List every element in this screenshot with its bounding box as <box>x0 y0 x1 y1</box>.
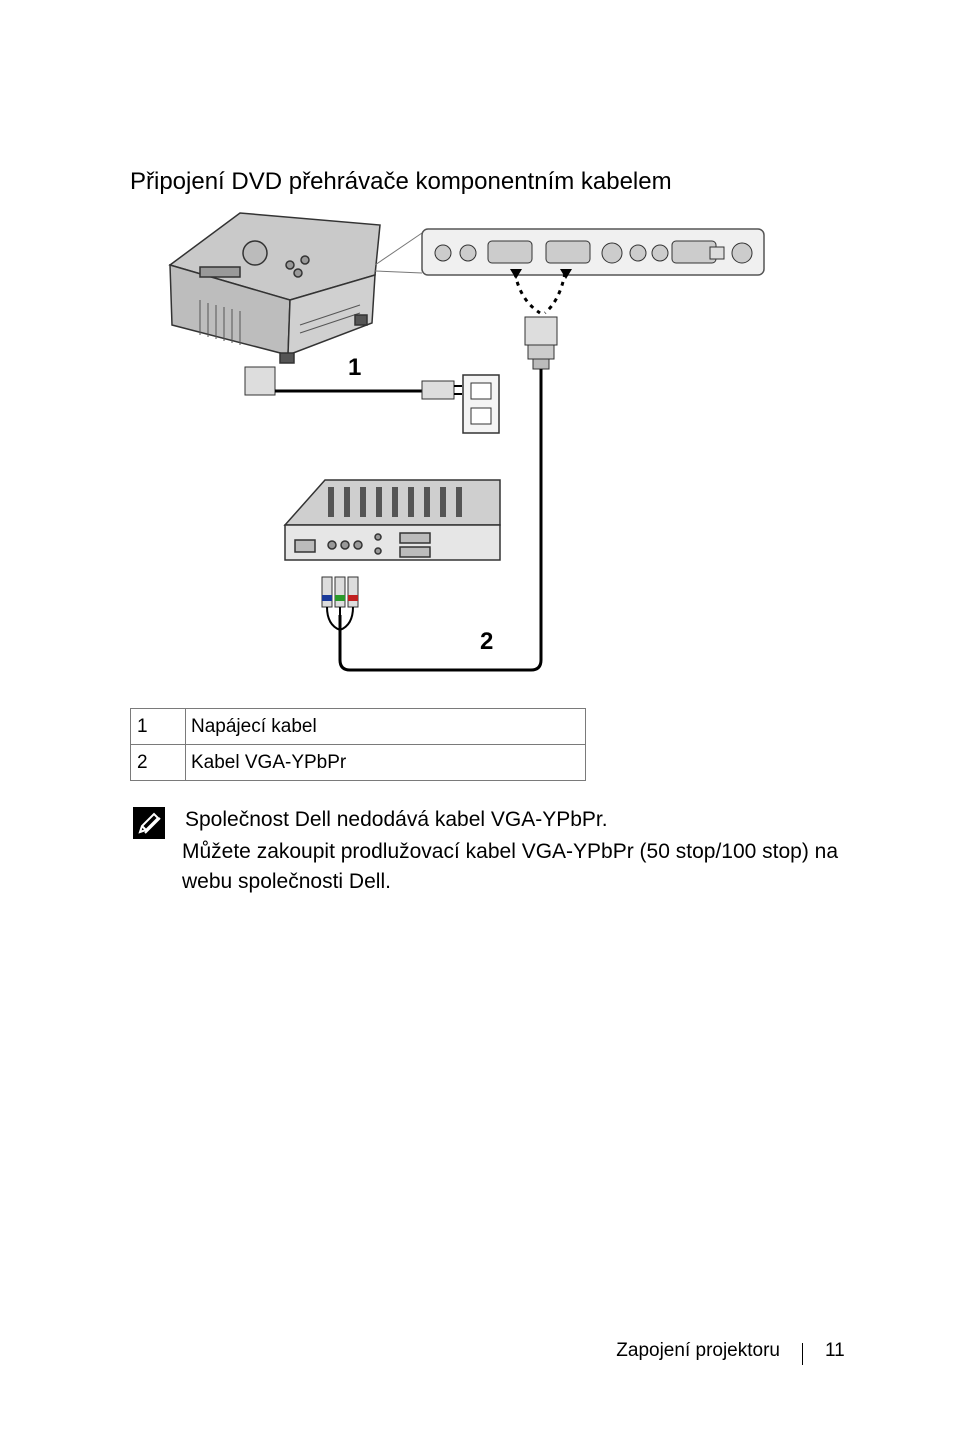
note-line-2: Můžete zakoupit prodlužovací kabel VGA-Y… <box>182 840 839 893</box>
dvd-player-illustration <box>283 479 501 561</box>
table-row: 2 Kabel VGA-YPbPr <box>130 744 586 781</box>
legend-table: 1 Napájecí kabel 2 Kabel VGA-YPbPr <box>130 708 586 781</box>
vga-connector <box>524 316 558 370</box>
footer-section-title: Zapojení projektoru <box>616 1340 780 1361</box>
connection-diagram: 1 <box>168 212 765 672</box>
page-number: 11 <box>825 1340 845 1361</box>
callout-2: 2 <box>480 628 493 655</box>
pencil-note-icon <box>133 807 165 839</box>
component-rca-connectors <box>321 576 359 631</box>
vga-ypbpr-cable <box>338 369 543 672</box>
legend-number: 1 <box>130 708 186 745</box>
table-row: 1 Napájecí kabel <box>130 708 586 745</box>
port-panel <box>421 228 765 276</box>
footer-divider <box>802 1343 803 1365</box>
legend-label: Napájecí kabel <box>185 708 586 745</box>
projector-illustration <box>168 212 381 364</box>
page-title: Připojení DVD přehrávače komponentním ka… <box>130 168 672 195</box>
wall-outlet <box>462 374 500 434</box>
legend-label: Kabel VGA-YPbPr <box>185 744 586 781</box>
note-line-1: Společnost Dell nedodává kabel VGA-YPbPr… <box>185 808 608 831</box>
callout-1: 1 <box>348 354 361 381</box>
legend-number: 2 <box>130 744 186 781</box>
power-cable <box>244 366 462 400</box>
